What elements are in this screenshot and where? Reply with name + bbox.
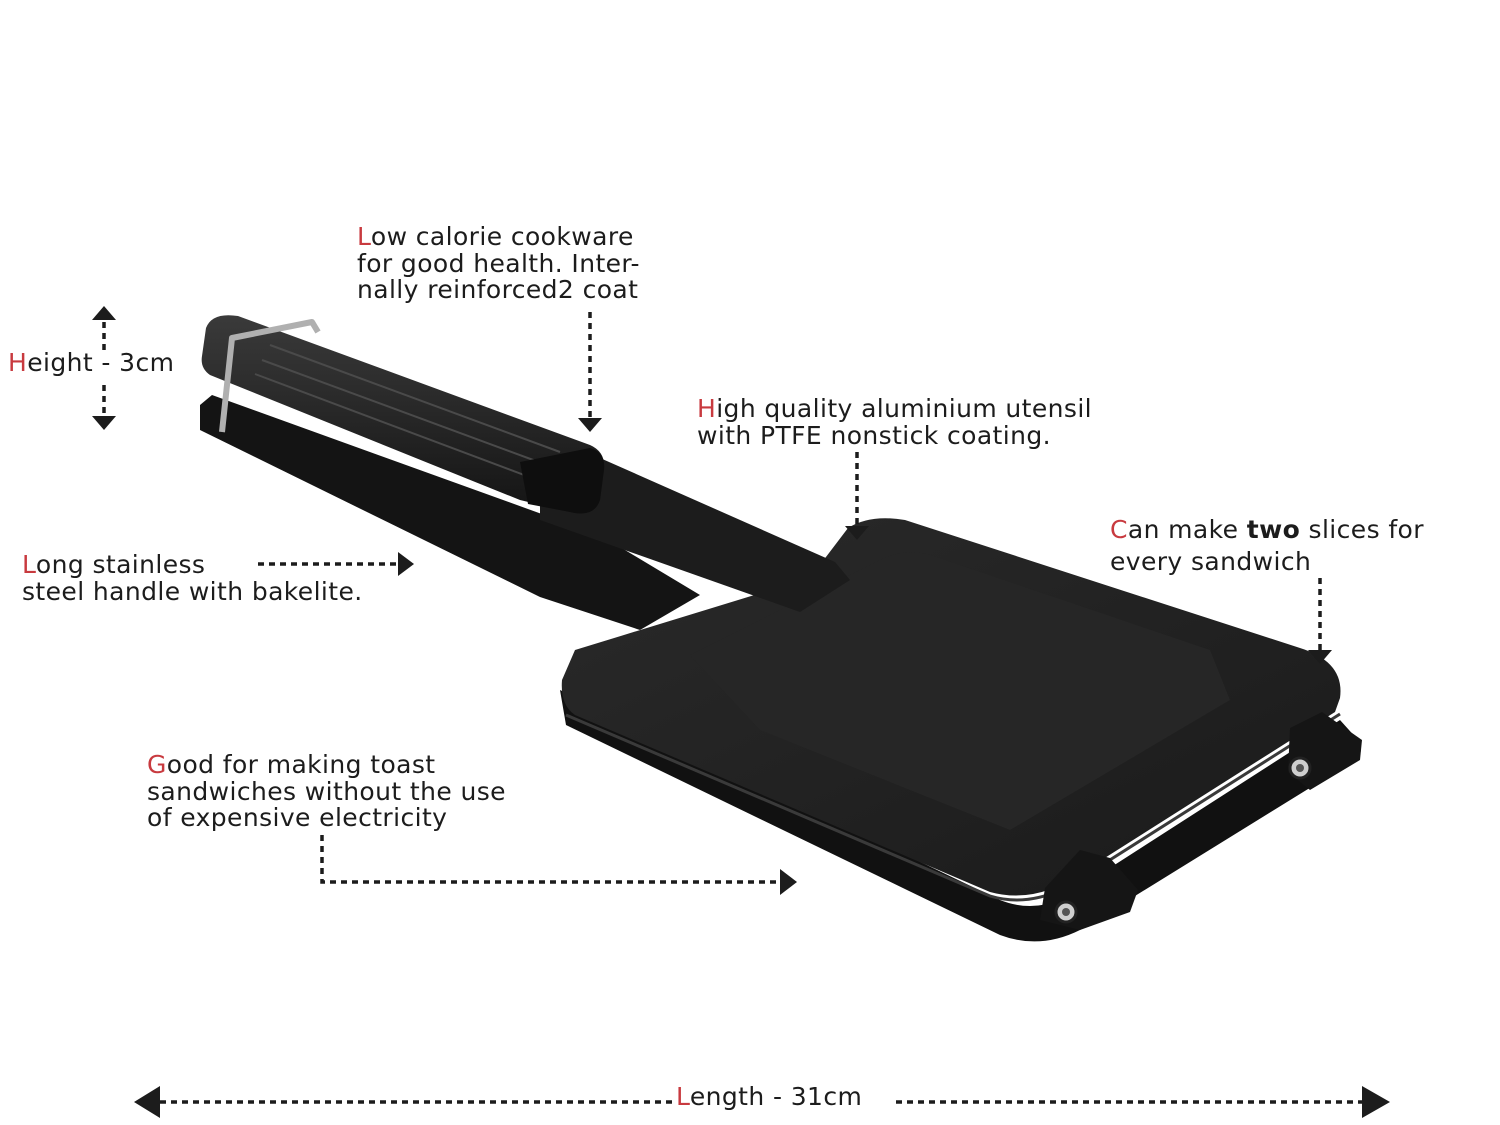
down-arrow-icon	[578, 418, 602, 432]
handle-lock-clip	[219, 319, 321, 433]
hinge-left	[1040, 850, 1138, 930]
right-arrow-icon	[1362, 1086, 1390, 1118]
good-for-guide	[320, 835, 782, 884]
high-quality-annotation: High quality aluminium utensil with PTFE…	[697, 394, 1093, 450]
upper-handle-arm	[540, 458, 850, 612]
annotation-arrowheads	[92, 306, 1390, 1118]
down-arrow-icon	[1308, 650, 1332, 664]
annotation-guides	[102, 312, 1362, 1104]
down-arrow-icon	[845, 526, 869, 540]
good-for-annotation: Good for making toast sandwiches without…	[147, 750, 506, 832]
up-arrow-icon	[92, 306, 116, 320]
bakelite-handle-endcap	[520, 448, 605, 514]
top-plate-raised-center	[690, 552, 1230, 830]
two-slices-annotation: Can make two slices for every sandwich	[1110, 515, 1424, 576]
length-annotation: Length - 31cm	[676, 1082, 863, 1111]
handle-grooves	[254, 344, 561, 485]
right-arrow-icon	[398, 552, 414, 576]
hinge-right	[1288, 712, 1362, 790]
bakelite-handle	[201, 315, 605, 514]
left-arrow-icon	[134, 1086, 160, 1118]
lower-handle-arm	[200, 395, 700, 630]
bottom-plate	[560, 690, 1361, 942]
sandwich-toaster	[200, 315, 1362, 942]
down-arrow-icon	[92, 416, 116, 430]
height-annotation: Height - 3cm	[8, 348, 175, 377]
low-calorie-annotation: Low calorie cookware for good health. In…	[357, 222, 640, 304]
right-arrow-icon	[780, 869, 797, 895]
long-handle-annotation: Long stainless steel handle with bakelit…	[22, 550, 363, 606]
